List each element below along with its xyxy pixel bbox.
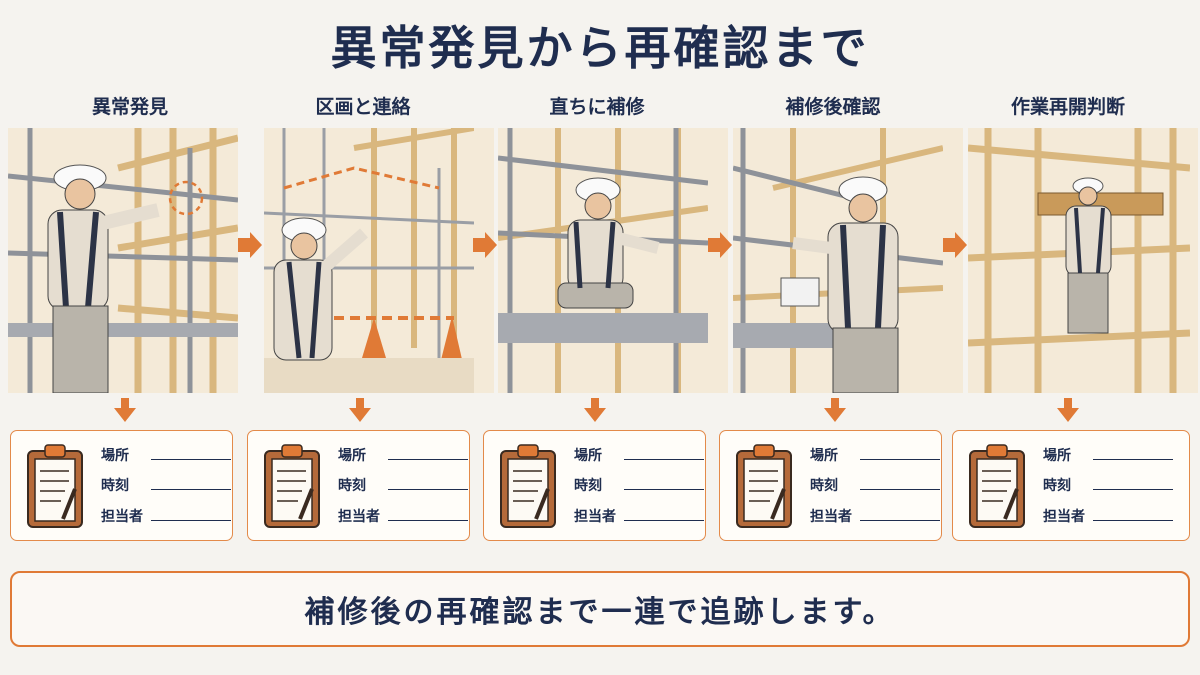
- illustration-resume-decision: [968, 128, 1198, 393]
- illustration-zoning-contact: [264, 128, 494, 393]
- page-title: 異常発見から再確認まで: [330, 21, 870, 75]
- field-time-blank[interactable]: [151, 489, 231, 490]
- step-title-2: 区画と連絡: [315, 96, 411, 118]
- field-time-label: 時刻: [338, 478, 366, 494]
- field-location-label: 場所: [574, 448, 602, 464]
- field-location-label: 場所: [101, 448, 129, 464]
- field-location: 場所: [101, 445, 231, 467]
- field-location-label: 場所: [1043, 448, 1071, 464]
- field-person: 担当者: [810, 506, 940, 528]
- field-time-label: 時刻: [574, 478, 602, 494]
- field-person: 担当者: [1043, 506, 1173, 528]
- arrow-right-icon: [943, 232, 967, 258]
- field-person-blank[interactable]: [1093, 520, 1173, 521]
- arrow-right-icon: [473, 232, 497, 258]
- record-card-1: 場所 時刻 担当者: [10, 430, 233, 541]
- clipboard-icon: [27, 444, 83, 528]
- field-time: 時刻: [338, 475, 468, 497]
- step-title-3: 直ちに補修: [549, 96, 645, 118]
- clipboard-icon: [969, 444, 1025, 528]
- arrow-down-icon: [584, 398, 606, 422]
- field-time-label: 時刻: [810, 478, 838, 494]
- illustration-anomaly-discovery: [8, 128, 238, 393]
- record-card-4: 場所 時刻 担当者: [719, 430, 942, 541]
- field-person-label: 担当者: [101, 509, 143, 525]
- field-person-blank[interactable]: [151, 520, 231, 521]
- field-location-blank[interactable]: [388, 459, 468, 460]
- step-title-5: 作業再開判断: [1010, 96, 1125, 118]
- field-location-blank[interactable]: [151, 459, 231, 460]
- clipboard-icon: [500, 444, 556, 528]
- illustration-immediate-repair: [498, 128, 728, 393]
- field-time: 時刻: [1043, 475, 1173, 497]
- field-location-label: 場所: [338, 448, 366, 464]
- field-person-label: 担当者: [810, 509, 852, 525]
- field-person-blank[interactable]: [624, 520, 704, 521]
- field-person-label: 担当者: [338, 509, 380, 525]
- field-person-label: 担当者: [574, 509, 616, 525]
- arrow-down-icon: [824, 398, 846, 422]
- field-person: 担当者: [338, 506, 468, 528]
- arrow-down-icon: [114, 398, 136, 422]
- field-location-blank[interactable]: [860, 459, 940, 460]
- clipboard-icon: [264, 444, 320, 528]
- field-time: 時刻: [574, 475, 704, 497]
- field-time-blank[interactable]: [1093, 489, 1173, 490]
- step-title-4: 補修後確認: [785, 96, 881, 118]
- record-card-2: 場所 時刻 担当者: [247, 430, 470, 541]
- field-person-blank[interactable]: [860, 520, 940, 521]
- field-time-label: 時刻: [1043, 478, 1071, 494]
- field-location: 場所: [574, 445, 704, 467]
- field-time-blank[interactable]: [860, 489, 940, 490]
- arrow-down-icon: [1057, 398, 1079, 422]
- field-time-blank[interactable]: [624, 489, 704, 490]
- field-person-blank[interactable]: [388, 520, 468, 521]
- clipboard-icon: [736, 444, 792, 528]
- field-location-blank[interactable]: [1093, 459, 1173, 460]
- field-location-label: 場所: [810, 448, 838, 464]
- field-time: 時刻: [101, 475, 231, 497]
- step-title-1: 異常発見: [91, 96, 168, 118]
- field-person: 担当者: [101, 506, 231, 528]
- arrow-right-icon: [238, 232, 262, 258]
- field-location: 場所: [1043, 445, 1173, 467]
- field-location: 場所: [810, 445, 940, 467]
- arrow-right-icon: [708, 232, 732, 258]
- illustration-post-repair-check: [733, 128, 963, 393]
- field-time: 時刻: [810, 475, 940, 497]
- arrow-down-icon: [349, 398, 371, 422]
- field-time-blank[interactable]: [388, 489, 468, 490]
- field-person: 担当者: [574, 506, 704, 528]
- summary-banner-text: 補修後の再確認まで一連で追跡します。: [304, 595, 896, 630]
- field-time-label: 時刻: [101, 478, 129, 494]
- record-card-3: 場所 時刻 担当者: [483, 430, 706, 541]
- field-location-blank[interactable]: [624, 459, 704, 460]
- field-person-label: 担当者: [1043, 509, 1085, 525]
- field-location: 場所: [338, 445, 468, 467]
- record-card-5: 場所 時刻 担当者: [952, 430, 1190, 541]
- summary-banner: 補修後の再確認まで一連で追跡します。: [10, 571, 1190, 647]
